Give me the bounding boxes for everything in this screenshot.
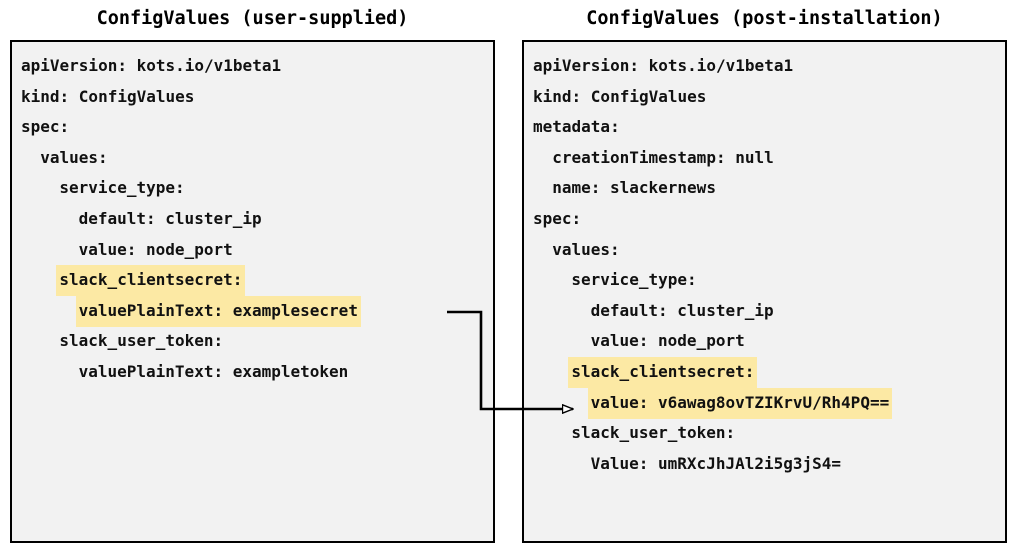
yaml-line: service_type: [533,265,1005,296]
left-panel-box: apiVersion: kots.io/v1beta1 kind: ConfigV… [10,40,495,543]
yaml-line: slack_clientsecret: [533,356,1005,388]
yaml-line-text: default: cluster_ip [590,300,774,320]
yaml-line: valuePlainText: exampletoken [21,357,493,388]
yaml-line: Value: umRXcJhJAl2i5g3jS4= [533,449,1005,480]
right-panel-title: ConfigValues (post-installation) [586,8,943,29]
yaml-line: kind: ConfigValues [533,82,1005,113]
yaml-line-text: creationTimestamp: null [552,147,774,167]
yaml-line: slack_clientsecret: [21,265,493,297]
yaml-line-text: Value: umRXcJhJAl2i5g3jS4= [590,453,842,473]
yaml-line: spec: [21,112,493,143]
yaml-line: spec: [533,204,1005,235]
yaml-line-text-highlighted: slack_clientsecret: [568,356,758,388]
yaml-line: apiVersion: kots.io/v1beta1 [21,51,493,82]
yaml-line-text: slack_user_token: [59,331,224,351]
yaml-line: values: [533,235,1005,266]
yaml-line-text: service_type: [59,178,185,198]
yaml-line-text: apiVersion: kots.io/v1beta1 [21,56,282,75]
yaml-line: default: cluster_ip [21,204,493,235]
yaml-line: valuePlainText: examplesecret [21,295,493,327]
yaml-line-text: spec: [21,117,70,137]
yaml-line-text-highlighted: valuePlainText: examplesecret [75,295,361,327]
yaml-line-text: spec: [533,208,582,228]
yaml-line-text: valuePlainText: exampletoken [78,361,349,381]
right-panel-box: apiVersion: kots.io/v1beta1 kind: ConfigV… [522,40,1007,543]
yaml-line-text: value: node_port [590,331,745,351]
yaml-line-text-highlighted: slack_clientsecret: [56,265,246,297]
yaml-line-text: values: [552,239,620,259]
yaml-line: value: node_port [21,235,493,266]
yaml-line-text: default: cluster_ip [78,208,262,228]
yaml-line: service_type: [21,173,493,204]
yaml-line-text: value: node_port [78,239,233,259]
yaml-line-text: kind: ConfigValues [21,86,195,106]
yaml-line: values: [21,143,493,174]
yaml-line-text: kind: ConfigValues [533,86,707,106]
yaml-line-text: apiVersion: kots.io/v1beta1 [533,56,794,75]
yaml-line: metadata: [533,112,1005,143]
yaml-line: creationTimestamp: null [533,143,1005,174]
yaml-line: name: slackernews [533,173,1005,204]
yaml-line-text-highlighted: value: v6awag8ovTZIKrvU/Rh4PQ== [587,387,893,419]
config-values-user-supplied-panel: ConfigValues (user-supplied) apiVersion:… [10,8,495,543]
yaml-line: value: node_port [533,326,1005,357]
right-yaml-code-block: apiVersion: kots.io/v1beta1 kind: ConfigV… [533,51,1005,541]
yaml-line: slack_user_token: [533,418,1005,449]
config-values-post-installation-panel: ConfigValues (post-installation) apiVers… [522,8,1007,543]
yaml-line: apiVersion: kots.io/v1beta1 [533,51,1005,82]
left-yaml-code-block: apiVersion: kots.io/v1beta1 kind: ConfigV… [21,51,493,541]
yaml-line: default: cluster_ip [533,296,1005,327]
yaml-line-text: metadata: [533,117,620,137]
yaml-line: slack_user_token: [21,326,493,357]
yaml-line: kind: ConfigValues [21,82,493,113]
yaml-line-text: service_type: [571,270,697,290]
yaml-line-text: slack_user_token: [571,423,736,443]
left-panel-title: ConfigValues (user-supplied) [96,8,409,29]
yaml-line-text: name: slackernews [552,178,716,198]
yaml-line-text: values: [40,147,108,167]
yaml-line: value: v6awag8ovTZIKrvU/Rh4PQ== [533,387,1005,419]
